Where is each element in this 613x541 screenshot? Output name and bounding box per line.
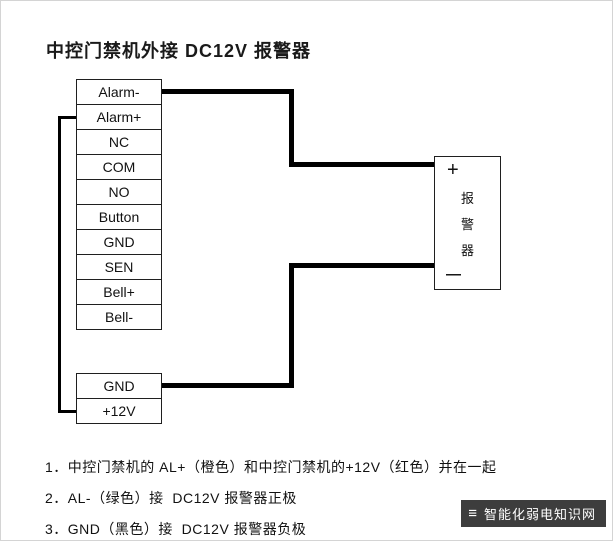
watermark-text: 智能化弱电知识网: [483, 507, 596, 522]
note-2: 2．AL-（绿色）接 DC12V 报警器正极: [45, 490, 297, 506]
watermark-badge: ≡ 智能化弱电知识网: [461, 500, 606, 527]
terminal-sen: SEN: [76, 254, 162, 280]
alarm-device-label: 报 警 器: [435, 188, 500, 259]
diagram-title: 中控门禁机外接 DC12V 报警器: [46, 41, 312, 61]
wire-12v-stub: [58, 410, 76, 413]
terminal-no: NO: [76, 179, 162, 205]
alarm-label-char-3: 器: [460, 243, 474, 258]
wire-to-alarm-positive: [289, 162, 434, 167]
terminal-alarm-minus: Alarm-: [76, 79, 162, 105]
note-1: 1．中控门禁机的 AL+（橙色）和中控门禁机的+12V（红色）并在一起: [45, 459, 497, 475]
wire-to-alarm-negative: [289, 263, 434, 268]
terminal-power-12v: +12V: [76, 398, 162, 424]
alarm-positive-terminal: +: [447, 159, 459, 181]
terminal-bell-plus: Bell+: [76, 279, 162, 305]
terminal-bell-minus: Bell-: [76, 304, 162, 330]
note-3: 3．GND（黑色）接 DC12V 报警器负极: [45, 521, 307, 537]
wire-alarm-minus-horizontal: [161, 89, 294, 94]
alarm-label-char-1: 报: [460, 191, 474, 206]
terminal-gnd: GND: [76, 229, 162, 255]
wire-gnd-horizontal: [161, 383, 294, 388]
wire-alarm-minus-vertical: [289, 89, 294, 167]
terminal-com: COM: [76, 154, 162, 180]
wire-alarm-plus-stub: [58, 116, 76, 119]
access-controller-terminal-block: Alarm- Alarm+ NC COM NO Button GND SEN B…: [76, 79, 162, 330]
terminal-alarm-plus: Alarm+: [76, 104, 162, 130]
logo-icon: ≡: [468, 505, 478, 522]
wire-gnd-vertical: [289, 263, 294, 388]
terminal-power-gnd: GND: [76, 373, 162, 399]
alarm-device-box: + 报 警 器 —: [434, 156, 501, 290]
terminal-button: Button: [76, 204, 162, 230]
terminal-nc: NC: [76, 129, 162, 155]
power-terminal-block: GND +12V: [76, 373, 162, 424]
alarm-negative-terminal: —: [446, 266, 461, 283]
alarm-label-char-2: 警: [460, 217, 474, 232]
wiring-notes: 1．中控门禁机的 AL+（橙色）和中控门禁机的+12V（红色）并在一起 2．AL…: [45, 457, 497, 540]
wire-jumper-vertical: [58, 116, 61, 413]
